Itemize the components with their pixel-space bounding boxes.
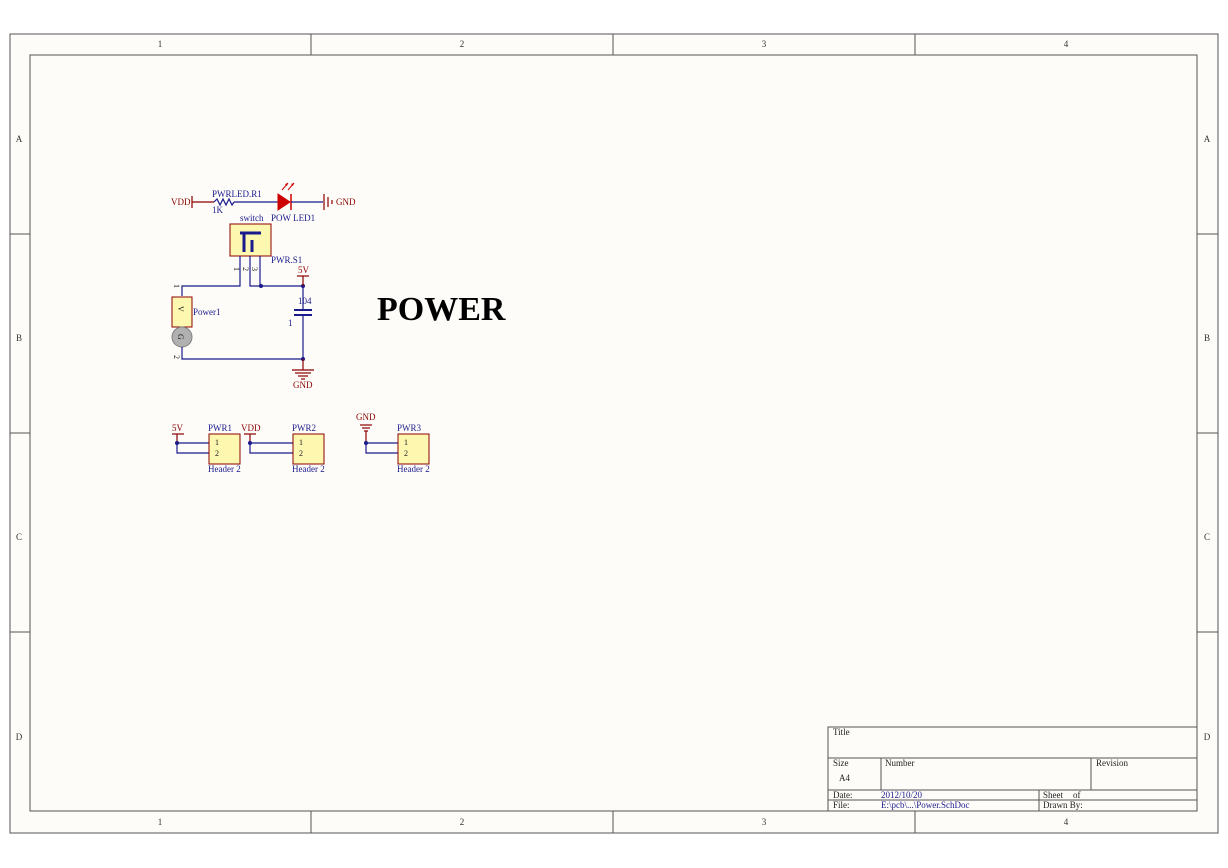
zone-dividers [10,34,1218,833]
header-pwr2-designator: PWR2 [292,423,316,433]
power-symbol-g: G [176,334,185,340]
header-pwr2-net: VDD [241,423,261,433]
switch-pin-3: 3 [250,267,259,271]
header-pwr3: GND PWR3 1 2 Header 2 [356,412,430,474]
title-block: Title Size A4 Number Revision Date: 2012… [827,726,1198,812]
zone-col-2-bottom: 2 [460,817,465,827]
wire-switch-5v [249,256,303,287]
zone-row-c-right: C [1204,532,1210,542]
switch-pin-1: 1 [232,267,241,271]
zone-row-d-right: D [1204,732,1211,742]
file-label: File: [833,800,850,810]
header-pwr3-designator: PWR3 [397,423,422,433]
power-symbol-v: V [176,306,185,312]
header-pwr3-pin2: 2 [404,449,408,458]
page-title: POWER [377,291,506,328]
zone-row-c-left: C [16,532,22,542]
zone-col-3-top: 3 [762,39,767,49]
title-label: Title [833,727,850,737]
power-connector-power1: 1 V G Power1 2 [171,284,221,359]
gnd-label-top: GND [336,197,356,207]
5v-port-mid: 5V [297,265,310,286]
zone-col-1-top: 1 [158,39,163,49]
zone-row-b-right: B [1204,333,1210,343]
capacitor-pin: 1 [288,318,293,328]
switch-designator: PWR.S1 [271,255,302,265]
revision-label: Revision [1096,758,1129,768]
zone-col-1-bottom: 1 [158,817,163,827]
capacitor-value: 104 [298,296,312,306]
header-pwr2-pin1: 1 [299,438,303,447]
zone-row-a-right: A [1204,134,1211,144]
zone-row-a-left: A [16,134,23,144]
gnd-port-bottom: GND [292,359,314,390]
gnd-label-bottom: GND [293,380,313,390]
led-pow-led1: POW LED1 [271,182,315,223]
zone-col-2-top: 2 [460,39,465,49]
switch-comment: switch [240,213,264,223]
header-pwr1-net: 5V [172,423,184,433]
zone-row-b-left: B [16,333,22,343]
zone-col-4-bottom: 4 [1064,817,1069,827]
header-pwr2-comment: Header 2 [292,464,325,474]
zone-col-3-bottom: 3 [762,817,767,827]
size-label: Size [833,758,849,768]
power-designator: Power1 [193,307,221,317]
resistor-designator: PWRLED.R1 [212,189,262,199]
switch-pwr-s1: switch 1 2 3 PWR.S1 [229,213,302,271]
file-value: E:\pcb\...\Power.SchDoc [881,800,970,810]
date-label: Date: [833,790,853,800]
vdd-label-top: VDD [171,197,191,207]
wire-power-gnd [181,347,303,360]
inner-border [29,54,1198,812]
drawn-by-label: Drawn By: [1043,800,1083,810]
header-pwr1-comment: Header 2 [208,464,241,474]
zone-row-d-left: D [16,732,23,742]
header-pwr3-pin1: 1 [404,438,408,447]
number-label: Number [885,758,915,768]
zone-col-4-top: 4 [1064,39,1069,49]
header-pwr1-pin2: 2 [215,449,219,458]
resistor-pwrled-r1: PWRLED.R1 1K [212,189,262,215]
capacitor-104: 104 1 [288,286,312,359]
switch-pin-2: 2 [241,267,250,271]
power-pin-1: 1 [172,284,181,288]
header-pwr1-pin1: 1 [215,438,219,447]
resistor-value: 1K [212,205,224,215]
date-value: 2012/10/20 [881,790,923,800]
header-pwr2-pin2: 2 [299,449,303,458]
header-pwr1: 5V PWR1 1 2 Header 2 [172,423,241,474]
size-value: A4 [839,773,850,783]
vdd-port-top: VDD [171,196,214,208]
led-designator: POW LED1 [271,213,315,223]
header-pwr3-net: GND [356,412,376,422]
sheet-of-label: of [1073,790,1081,800]
gnd-port-top: GND [323,194,356,210]
5v-label-mid: 5V [298,265,310,275]
junction-switch [259,284,263,288]
header-pwr1-designator: PWR1 [208,423,232,433]
wire-switch-power [181,256,241,296]
power-pin-2: 2 [172,355,181,359]
sheet-label: Sheet [1043,790,1063,800]
header-pwr2: VDD PWR2 1 2 Header 2 [241,423,325,474]
header-pwr3-comment: Header 2 [397,464,430,474]
